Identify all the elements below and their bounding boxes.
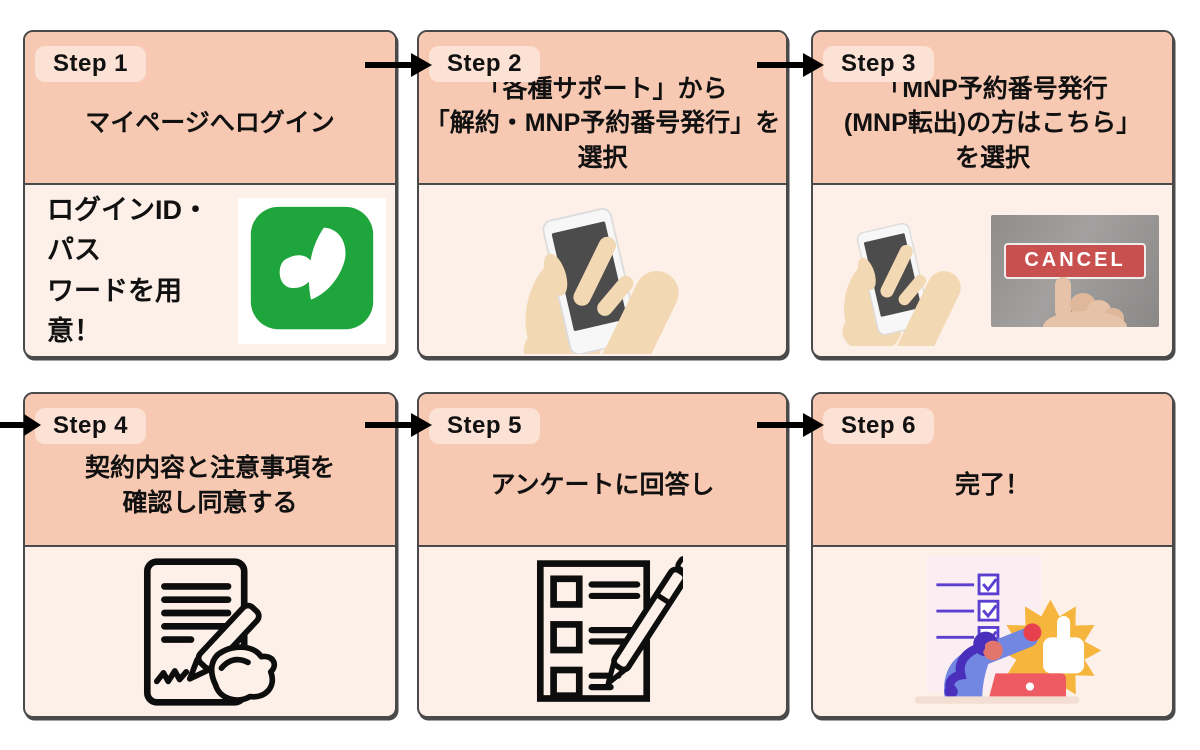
step5-title: アンケートに回答し <box>490 471 715 500</box>
step5-badge: Step 5 <box>429 408 541 444</box>
step1-note: ログインID・パス ワードを用意！ <box>47 194 209 347</box>
step5-body <box>419 547 786 716</box>
step6-header: Step 6 完了！ <box>813 394 1172 547</box>
flow-arrow-into-4 <box>0 414 41 436</box>
step-card-4: Step 4 契約内容と注意事項を 確認し同意する <box>23 392 397 718</box>
step1-badge: Step 1 <box>35 46 147 82</box>
step-card-5: Step 5 アンケートに回答し <box>417 392 788 718</box>
step2-header: Step 2 「各種サポート」から 「解約・MNP予約番号発行」を 選択 <box>419 32 786 185</box>
step3-badge: Step 3 <box>823 46 935 82</box>
step3-body: CANCEL <box>813 185 1172 356</box>
step-card-6: Step 6 完了！ <box>811 392 1174 718</box>
step4-header: Step 4 契約内容と注意事項を 確認し同意する <box>25 394 395 547</box>
step1-header: Step 1 マイページへログイン <box>25 32 395 185</box>
celebration-illustration <box>914 556 1101 704</box>
step4-badge: Step 4 <box>35 408 147 444</box>
flow-arrow-4-5 <box>365 413 432 437</box>
pointing-finger-icon <box>1043 276 1127 327</box>
phone-tap-illustration <box>523 207 679 354</box>
cancel-button-photo: CANCEL <box>991 214 1159 327</box>
step5-header: Step 5 アンケートに回答し <box>419 394 786 547</box>
step2-badge: Step 2 <box>429 46 541 82</box>
phone-tap-illustration <box>842 222 961 346</box>
flow-arrow-5-6 <box>757 413 824 437</box>
step2-body <box>419 185 786 356</box>
checklist-pen-icon <box>536 555 683 702</box>
step1-body: ログインID・パス ワードを用意！ <box>25 185 395 356</box>
step6-badge: Step 6 <box>823 408 935 444</box>
step2-title: 「各種サポート」から 「解約・MNP予約番号発行」を 選択 <box>424 74 781 172</box>
step6-title: 完了！ <box>954 471 1030 500</box>
step4-title: 契約内容と注意事項を 確認し同意する <box>84 454 335 517</box>
step-card-3: Step 3 「MNP予約番号発行 (MNP転出)の方はこちら」 を選択 CAN… <box>811 30 1174 358</box>
step4-body <box>25 547 395 716</box>
step-card-1: Step 1 マイページへログイン ログインID・パス ワードを用意！ <box>23 30 397 358</box>
step-card-2: Step 2 「各種サポート」から 「解約・MNP予約番号発行」を 選択 <box>417 30 788 358</box>
step3-header: Step 3 「MNP予約番号発行 (MNP転出)の方はこちら」 を選択 <box>813 32 1172 185</box>
step3-title: 「MNP予約番号発行 (MNP転出)の方はこちら」 を選択 <box>843 74 1142 172</box>
signing-document-icon <box>143 557 277 706</box>
app-logo-icon <box>238 197 386 344</box>
step6-body <box>813 547 1172 716</box>
flow-arrow-1-2 <box>365 53 432 77</box>
cancel-button: CANCEL <box>1004 242 1146 279</box>
flow-arrow-2-3 <box>757 53 824 77</box>
step1-title: マイページへログイン <box>85 109 335 138</box>
